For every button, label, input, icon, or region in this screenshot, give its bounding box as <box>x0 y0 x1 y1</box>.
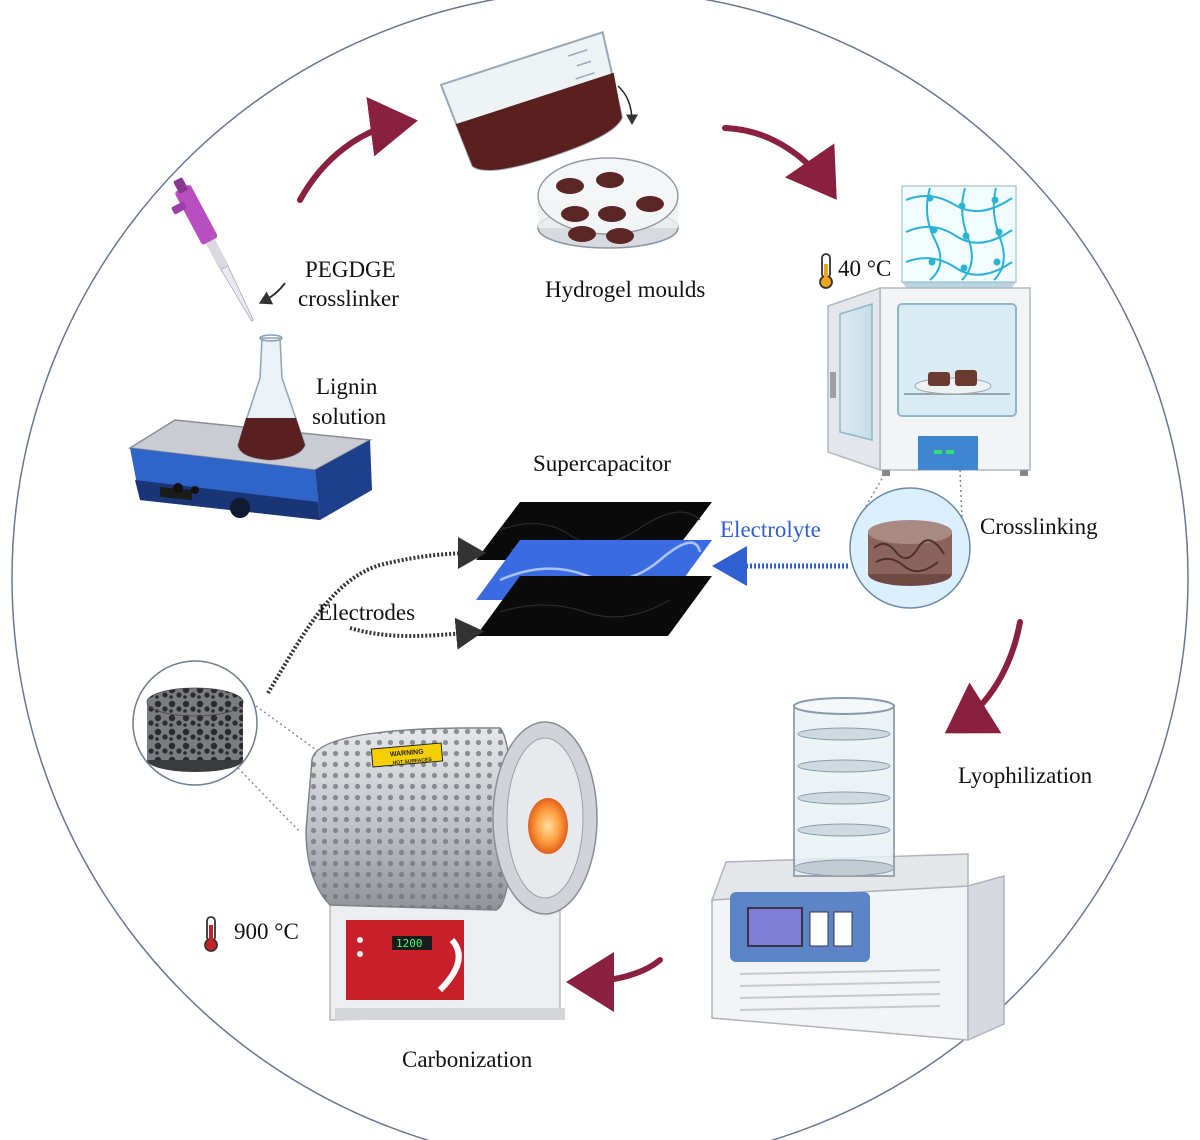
bottom-electrode-layer <box>476 576 712 636</box>
furnace-display-text: 1200 <box>396 937 423 950</box>
zoom-line-foam-b <box>237 767 301 833</box>
supercapacitor-label: Supercapacitor <box>533 451 671 476</box>
incubator-icon <box>827 286 1031 476</box>
cycle-arrow-3 <box>944 619 1023 734</box>
carbonization-label: Carbonization <box>402 1047 533 1072</box>
thermometer-icon-900 <box>204 916 218 952</box>
tube-furnace-icon: 1200 WARNING HOT SURFACES <box>305 721 598 1021</box>
hydrogel-moulds-label: Hydrogel moulds <box>545 277 705 302</box>
supercapacitor-stack-icon <box>476 502 712 636</box>
cycle-arrow-2 <box>722 125 837 200</box>
erlenmeyer-flask-icon <box>237 334 306 461</box>
polymer-network-icon <box>901 185 1017 283</box>
pouring-beaker-icon <box>439 30 638 171</box>
lignin-label-line1: Lignin <box>316 374 378 399</box>
petri-dish-icon <box>537 157 679 249</box>
thermometer-icon-40 <box>819 253 833 289</box>
zoom-line-right <box>959 469 963 521</box>
temp-40-label: 40 °C <box>838 256 891 281</box>
lyophilization-label: Lyophilization <box>958 763 1093 788</box>
temp-900-label: 900 °C <box>234 919 299 944</box>
warning-subtitle: HOT SURFACES <box>392 757 432 766</box>
freeze-dryer-icon <box>710 697 1005 1042</box>
electrodes-arrow-upper <box>266 537 486 695</box>
cycle-circle <box>11 0 1189 1140</box>
lignin-label-line2: solution <box>312 404 387 429</box>
electrolyte-label: Electrolyte <box>720 517 821 542</box>
cycle-arrow-4 <box>566 951 663 1012</box>
warning-title: WARNING <box>390 749 425 759</box>
pegdge-label-line2: crosslinker <box>298 286 399 311</box>
electrodes-arrow-lower <box>349 617 484 650</box>
porous-carbon-icon <box>132 660 258 786</box>
cycle-arrow-1 <box>297 96 418 203</box>
crosslinking-label: Crosslinking <box>980 514 1098 539</box>
pegdge-arrow <box>258 282 286 305</box>
pegdge-label-line1: PEGDGE <box>305 257 396 282</box>
crosslinked-hydrogel-icon <box>849 487 971 609</box>
electrodes-label: Electrodes <box>318 600 415 625</box>
pipette-icon <box>171 177 254 322</box>
